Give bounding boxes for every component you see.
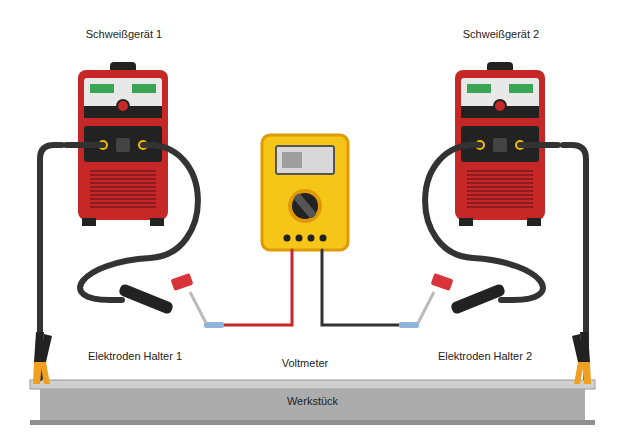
voltmeter-device [262,135,348,250]
welding-machine: Schweißgerät 1 [62,28,186,232]
electrode-holder-2 [418,273,506,323]
workpiece: Werkstück [26,378,599,425]
node-label: Schweißgerät 1 [62,28,186,41]
part-label: Elektroden Halter 2 [410,350,560,363]
welding-machine: Schweißgerät 2 [439,28,563,232]
ground-cable [40,145,62,378]
ground-clamp-2 [572,332,591,384]
voltmeter-lead [222,250,400,325]
node-label: Werkstück [26,395,599,408]
ground-clamp-1 [33,332,52,384]
node-label: Schweißgerät 2 [439,28,563,41]
node-label: Voltmeter [246,357,364,370]
part-label: Elektroden Halter 1 [60,350,210,363]
electrode-holder-1 [118,273,206,323]
voltmeter: Voltmeter [246,130,364,370]
probe-tip [204,322,419,328]
